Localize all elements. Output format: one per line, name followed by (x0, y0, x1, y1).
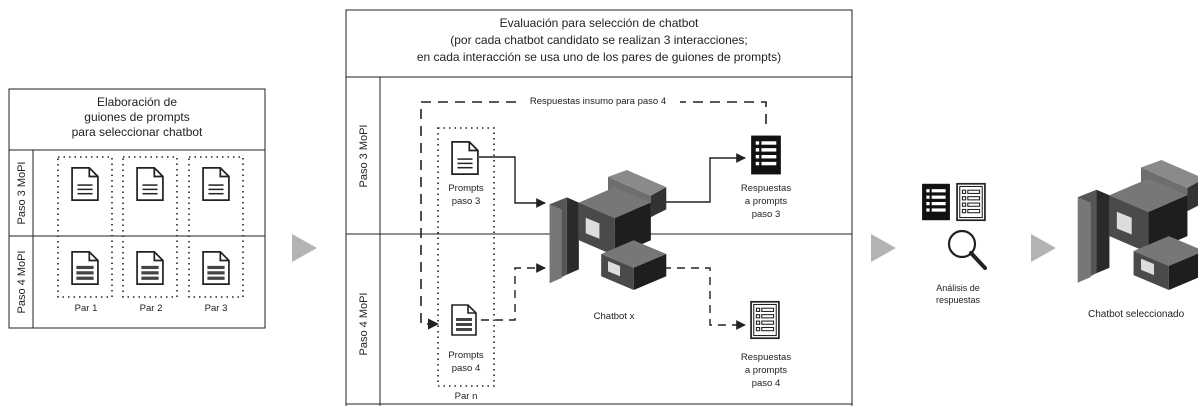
feedback-label: Respuestas insumo para paso 4 (530, 96, 666, 107)
analysis-line2: respuestas (936, 295, 981, 305)
connector-chatbot-resp4 (663, 267, 746, 330)
responses-list-icon (750, 300, 780, 340)
flow-arrow (1031, 234, 1056, 262)
pair-box-n (437, 127, 495, 387)
resp3-line3: paso 3 (752, 209, 781, 220)
panel2-title-line2: (por cada chatbot candidato se realizan … (450, 33, 748, 47)
panel2-row-label-paso3: Paso 3 MoPI (358, 125, 370, 188)
pair-label-2: Par 2 (140, 303, 163, 314)
panel-chatbot-evaluation: Evaluación para selección de chatbot (po… (345, 9, 853, 406)
panel2-row-label-paso4: Paso 4 MoPI (358, 293, 370, 356)
document-icon (451, 140, 479, 176)
document-icon (71, 250, 99, 286)
resp3-line2: a prompts (745, 196, 787, 207)
selected-chatbot: Chatbot seleccionado (1077, 160, 1198, 320)
responses-list-icon (956, 182, 986, 222)
chatbot-logo (549, 170, 667, 290)
panel1-row-label-paso3: Paso 3 MoPI (16, 162, 28, 225)
panel1-row-label-paso4: Paso 4 MoPI (16, 251, 28, 314)
pair-label-3: Par 3 (205, 303, 228, 314)
pair-box-3 (188, 156, 244, 298)
flow-arrow (292, 234, 317, 262)
panel-script-elaboration: Elaboración de guiones de prompts para s… (8, 88, 266, 329)
chatbot-label: Chatbot x (594, 311, 635, 322)
prompts4-line2: paso 4 (452, 363, 481, 374)
document-icon (451, 304, 477, 336)
pair-box-1 (57, 156, 113, 298)
prompts4-line1: Prompts (448, 350, 484, 361)
prompts3-line2: paso 3 (452, 196, 481, 207)
panel1-title-line3: para seleccionar chatbot (72, 125, 203, 139)
resp4-line1: Respuestas (741, 352, 791, 363)
response-analysis: Análisis de respuestas (922, 182, 987, 305)
prompts3-line1: Prompts (448, 183, 484, 194)
chatbot-logo (1077, 160, 1198, 290)
magnifier-icon (947, 229, 987, 270)
resp4-line2: a prompts (745, 365, 787, 376)
feedback-connector (420, 101, 767, 330)
analysis-line1: Análisis de (936, 283, 980, 293)
panel1-title-line1: Elaboración de (97, 95, 177, 109)
connector-prompts4-chatbot (481, 263, 546, 321)
panel2-title-line3: en cada interacción se usa uno de los pa… (417, 50, 781, 64)
flow-arrow (871, 234, 896, 262)
resp4-line3: paso 4 (752, 378, 781, 389)
document-icon (202, 250, 230, 286)
panel1-title-line2: guiones de prompts (84, 110, 189, 124)
document-icon (202, 166, 230, 202)
document-icon (71, 166, 99, 202)
pair-box-2 (122, 156, 178, 298)
pair-label-1: Par 1 (75, 303, 98, 314)
document-icon (136, 166, 164, 202)
selected-chatbot-label: Chatbot seleccionado (1088, 309, 1185, 320)
document-icon (136, 250, 164, 286)
panel2-title-line1: Evaluación para selección de chatbot (500, 16, 699, 30)
responses-list-icon (751, 135, 781, 175)
resp3-line1: Respuestas (741, 183, 791, 194)
connector-chatbot-resp3 (663, 153, 746, 203)
responses-list-icon (922, 183, 950, 221)
pair-n-label: Par n (455, 391, 478, 402)
connector-prompts3-chatbot (479, 156, 546, 208)
